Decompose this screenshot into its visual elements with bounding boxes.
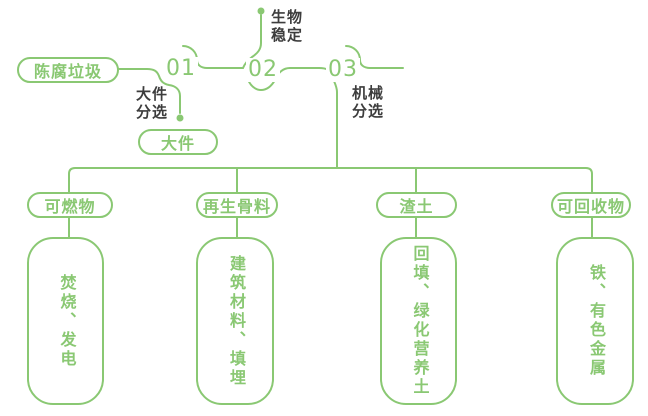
connector-03-exit bbox=[345, 45, 404, 69]
result-text-combustibles: 焚烧、发电 bbox=[57, 273, 75, 369]
node-recyclables: 可回收物 bbox=[551, 192, 631, 218]
station-number-02: 02 bbox=[246, 57, 280, 82]
result-text-slag-soil: 回填、绿化营养土 bbox=[410, 245, 428, 397]
annotation-bio-stabilization: 生物 稳定 bbox=[271, 9, 304, 44]
connector-03-down bbox=[318, 67, 338, 169]
node-combustibles: 可燃物 bbox=[27, 192, 113, 218]
result-box-slag-soil: 回填、绿化营养土 bbox=[380, 237, 457, 405]
node-slag-soil: 渣土 bbox=[376, 192, 457, 218]
annotation-bulky-sorting: 大件 分选 bbox=[136, 86, 169, 121]
connector-dot-bulky bbox=[176, 114, 184, 122]
connector-branch-bar bbox=[68, 167, 593, 193]
connector-02-to-03 bbox=[246, 67, 320, 92]
result-text-recyclables: 铁、有色金属 bbox=[587, 264, 604, 378]
result-box-recycled-aggregate: 建筑材料、填埋 bbox=[196, 237, 274, 405]
connector-dot-bio bbox=[257, 7, 265, 15]
connector-source-to-bulky bbox=[117, 68, 181, 114]
connector-branch-stubs bbox=[68, 167, 593, 238]
result-text-recycled-aggregate: 建筑材料、填埋 bbox=[227, 254, 244, 388]
node-recycled-aggregate: 再生骨料 bbox=[196, 192, 278, 218]
station-number-01: 01 bbox=[164, 56, 198, 81]
station-number-03: 03 bbox=[326, 57, 360, 82]
node-source: 陈腐垃圾 bbox=[17, 57, 119, 83]
annotation-mechanical-sorting: 机械 分选 bbox=[352, 85, 385, 120]
connector-02-to-bio bbox=[242, 14, 262, 69]
result-box-recyclables: 铁、有色金属 bbox=[556, 237, 634, 405]
node-bulky-output: 大件 bbox=[138, 129, 218, 155]
result-box-combustibles: 焚烧、发电 bbox=[27, 237, 104, 405]
